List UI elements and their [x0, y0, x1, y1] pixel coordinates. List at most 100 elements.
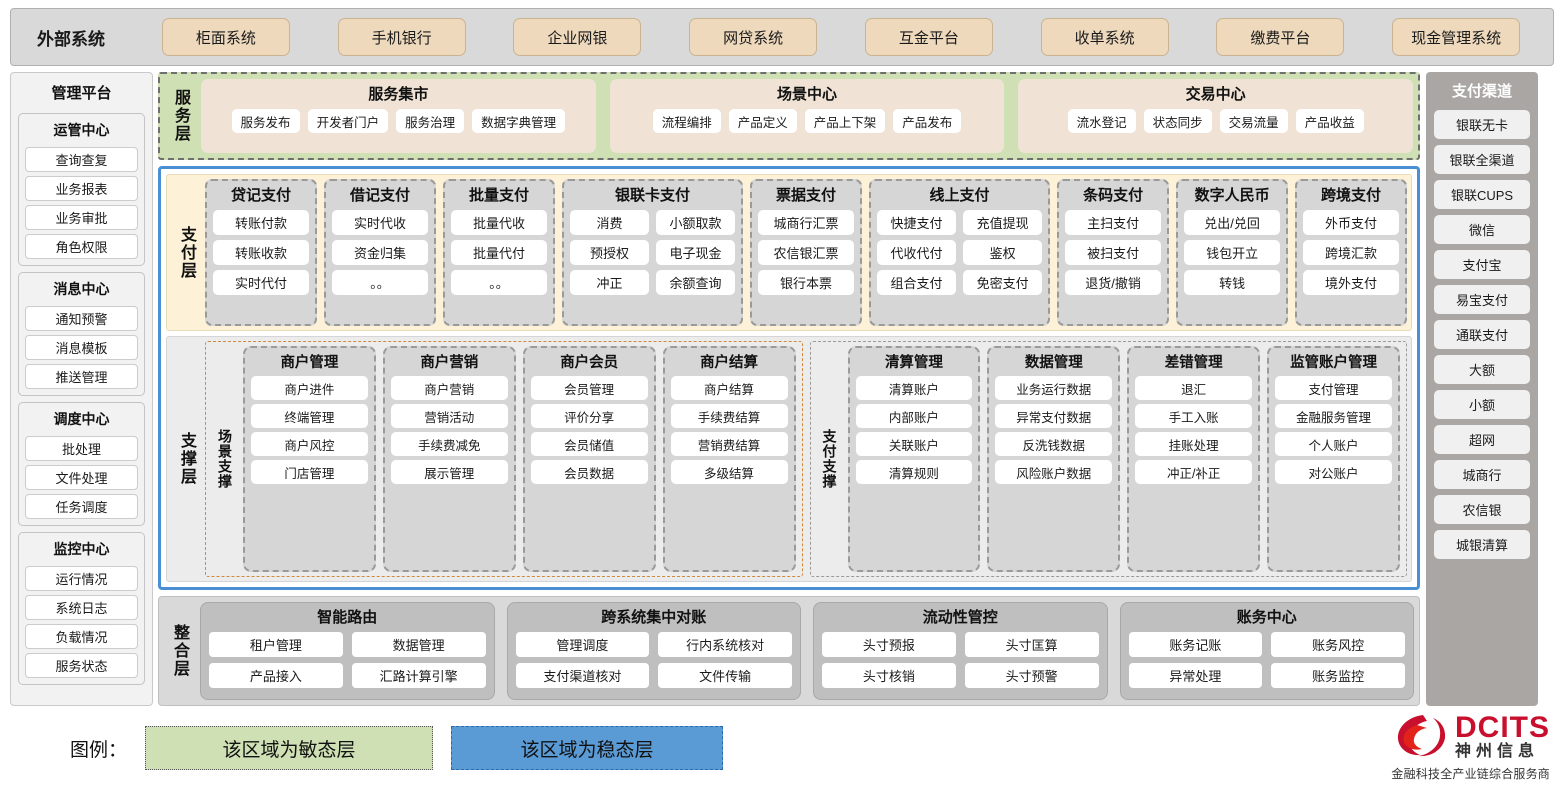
- integration-item[interactable]: 行内系统核对: [658, 632, 792, 657]
- payment-item[interactable]: 快捷支付: [877, 210, 957, 235]
- support-item[interactable]: 挂账处理: [1135, 432, 1253, 456]
- payment-item[interactable]: 资金归集: [331, 240, 428, 265]
- management-item[interactable]: 批处理: [25, 436, 138, 461]
- service-chip[interactable]: 产品上下架: [804, 109, 886, 133]
- external-system-chip[interactable]: 手机银行: [337, 18, 466, 56]
- support-item[interactable]: 手工入账: [1135, 404, 1253, 428]
- service-chip[interactable]: 服务发布: [231, 109, 300, 133]
- support-item[interactable]: 会员管理: [530, 376, 648, 400]
- payment-item[interactable]: 充值提现: [963, 210, 1043, 235]
- integration-item[interactable]: 账务风控: [1271, 632, 1405, 657]
- service-chip[interactable]: 数据字典管理: [472, 109, 566, 133]
- payment-item[interactable]: 境外支付: [1303, 270, 1400, 295]
- management-item[interactable]: 服务状态: [25, 653, 138, 678]
- service-chip[interactable]: 产品收益: [1295, 109, 1364, 133]
- support-item[interactable]: 营销费结算: [670, 432, 788, 456]
- payment-item[interactable]: 冲正: [569, 270, 649, 295]
- management-item[interactable]: 消息模板: [25, 335, 138, 360]
- support-item[interactable]: 冲正/补正: [1135, 460, 1253, 484]
- payment-channel-item[interactable]: 小额: [1434, 390, 1530, 419]
- support-item[interactable]: 会员数据: [530, 460, 648, 484]
- payment-item[interactable]: 实时代付: [213, 270, 309, 295]
- management-item[interactable]: 业务报表: [25, 176, 138, 201]
- payment-item[interactable]: 代收代付: [877, 240, 957, 265]
- management-item[interactable]: 文件处理: [25, 465, 138, 490]
- payment-item[interactable]: 兑出/兑回: [1184, 210, 1281, 235]
- payment-channel-item[interactable]: 银联CUPS: [1434, 180, 1530, 209]
- management-item[interactable]: 角色权限: [25, 234, 138, 259]
- management-item[interactable]: 业务审批: [25, 205, 138, 230]
- support-item[interactable]: 清算规则: [855, 460, 973, 484]
- service-chip[interactable]: 流水登记: [1067, 109, 1136, 133]
- integration-item[interactable]: 支付渠道核对: [515, 663, 650, 688]
- payment-item[interactable]: 农信银汇票: [758, 240, 855, 265]
- external-system-chip[interactable]: 现金管理系统: [1392, 18, 1521, 56]
- support-item[interactable]: 商户进件: [251, 376, 368, 400]
- management-item[interactable]: 运行情况: [25, 566, 138, 591]
- payment-item[interactable]: 转钱: [1184, 270, 1281, 295]
- service-chip[interactable]: 交易流量: [1219, 109, 1288, 133]
- payment-item[interactable]: 预授权: [569, 240, 649, 265]
- support-item[interactable]: 个人账户: [1275, 432, 1392, 456]
- payment-item[interactable]: 电子现金: [656, 240, 736, 265]
- payment-item[interactable]: 主扫支付: [1065, 210, 1162, 235]
- payment-item[interactable]: 被扫支付: [1065, 240, 1162, 265]
- service-chip[interactable]: 流程编排: [652, 109, 721, 133]
- external-system-chip[interactable]: 企业网银: [513, 18, 642, 56]
- management-item[interactable]: 查询查复: [25, 147, 138, 172]
- support-item[interactable]: 门店管理: [251, 460, 368, 484]
- payment-channel-item[interactable]: 支付宝: [1434, 250, 1530, 279]
- support-item[interactable]: 反洗钱数据: [995, 432, 1113, 456]
- payment-item[interactable]: 银行本票: [758, 270, 855, 295]
- integration-item[interactable]: 数据管理: [351, 632, 486, 657]
- payment-item[interactable]: 免密支付: [963, 270, 1043, 295]
- payment-item[interactable]: 鉴权: [963, 240, 1043, 265]
- payment-item[interactable]: 组合支付: [877, 270, 957, 295]
- support-item[interactable]: 商户营销: [390, 376, 508, 400]
- integration-item[interactable]: 头寸匡算: [964, 632, 1099, 657]
- payment-channel-item[interactable]: 城银清算: [1434, 530, 1530, 559]
- support-item[interactable]: 支付管理: [1275, 376, 1392, 400]
- service-chip[interactable]: 产品发布: [893, 109, 962, 133]
- service-chip[interactable]: 服务治理: [396, 109, 465, 133]
- support-item[interactable]: 内部账户: [855, 404, 973, 428]
- external-system-chip[interactable]: 互金平台: [864, 18, 993, 56]
- support-item[interactable]: 手续费结算: [670, 404, 788, 428]
- payment-channel-item[interactable]: 农信银: [1434, 495, 1530, 524]
- payment-item[interactable]: 。。: [331, 270, 428, 295]
- payment-channel-item[interactable]: 超网: [1434, 425, 1530, 454]
- management-item[interactable]: 系统日志: [25, 595, 138, 620]
- support-item[interactable]: 清算账户: [855, 376, 973, 400]
- external-system-chip[interactable]: 网贷系统: [689, 18, 818, 56]
- payment-channel-item[interactable]: 银联全渠道: [1434, 145, 1530, 174]
- support-item[interactable]: 评价分享: [530, 404, 648, 428]
- support-item[interactable]: 营销活动: [390, 404, 508, 428]
- payment-item[interactable]: 转账付款: [213, 210, 309, 235]
- support-item[interactable]: 业务运行数据: [995, 376, 1113, 400]
- integration-item[interactable]: 汇路计算引擎: [351, 663, 486, 688]
- support-item[interactable]: 会员储值: [530, 432, 648, 456]
- support-item[interactable]: 金融服务管理: [1275, 404, 1392, 428]
- integration-item[interactable]: 异常处理: [1128, 663, 1263, 688]
- payment-item[interactable]: 批量代收: [450, 210, 547, 235]
- integration-item[interactable]: 文件传输: [658, 663, 792, 688]
- management-item[interactable]: 任务调度: [25, 494, 138, 519]
- payment-item[interactable]: 余额查询: [656, 270, 736, 295]
- integration-item[interactable]: 头寸预警: [964, 663, 1099, 688]
- payment-item[interactable]: 城商行汇票: [758, 210, 855, 235]
- service-chip[interactable]: 产品定义: [728, 109, 797, 133]
- integration-item[interactable]: 头寸核销: [822, 663, 956, 688]
- integration-item[interactable]: 管理调度: [515, 632, 650, 657]
- support-item[interactable]: 展示管理: [390, 460, 508, 484]
- payment-item[interactable]: 退货/撤销: [1065, 270, 1162, 295]
- integration-item[interactable]: 产品接入: [209, 663, 343, 688]
- integration-item[interactable]: 头寸预报: [822, 632, 956, 657]
- payment-channel-item[interactable]: 易宝支付: [1434, 285, 1530, 314]
- payment-item[interactable]: 小额取款: [656, 210, 736, 235]
- management-item[interactable]: 推送管理: [25, 364, 138, 389]
- support-item[interactable]: 多级结算: [670, 460, 788, 484]
- service-chip[interactable]: 状态同步: [1143, 109, 1212, 133]
- support-item[interactable]: 异常支付数据: [995, 404, 1113, 428]
- payment-item[interactable]: 外币支付: [1303, 210, 1400, 235]
- payment-channel-item[interactable]: 城商行: [1434, 460, 1530, 489]
